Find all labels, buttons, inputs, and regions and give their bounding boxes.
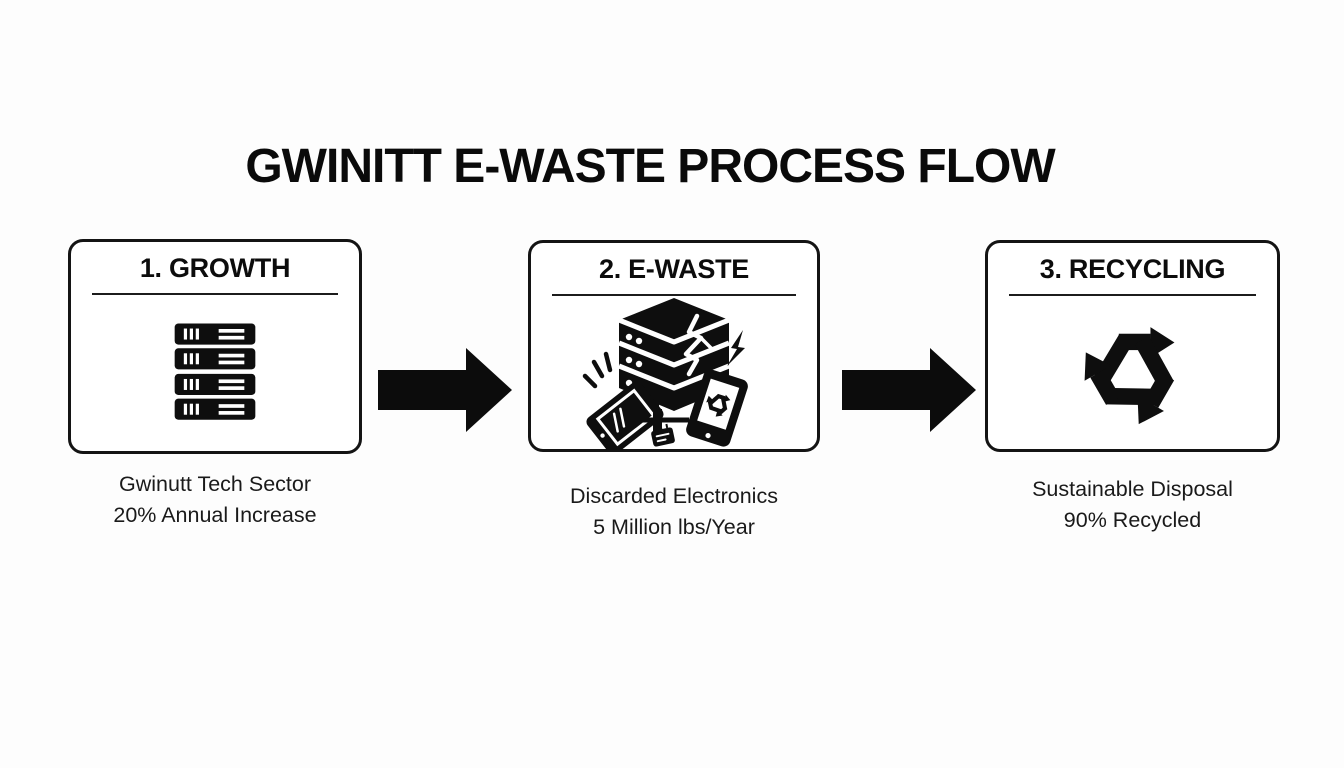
step-caption-ewaste: Discarded Electronics 5 Million lbs/Year [528, 481, 820, 543]
caption-line: Gwinutt Tech Sector [119, 472, 311, 496]
diagram-title: GWINITT E-WASTE PROCESS FLOW [245, 140, 1055, 193]
caption-line: Discarded Electronics [570, 484, 778, 508]
right-arrow-icon [842, 343, 976, 437]
caption-line: 90% Recycled [1063, 508, 1202, 532]
step-heading: 3. RECYCLING [1039, 254, 1226, 284]
recycling-symbol-icon [988, 296, 1277, 449]
step-caption-recycling: Sustainable Disposal 90% Recycled [985, 474, 1280, 536]
step-heading: 1. GROWTH [139, 253, 291, 283]
step-caption-growth: Gwinutt Tech Sector 20% Annual Increase [68, 469, 362, 531]
broken-electronics-icon [531, 296, 817, 450]
step-card-ewaste: 2. E-WASTE [528, 240, 820, 452]
heading-underline [1009, 294, 1256, 296]
caption-line: Sustainable Disposal [1032, 477, 1233, 501]
step-card-recycling: 3. RECYCLING [985, 240, 1280, 452]
heading-underline [552, 294, 796, 296]
caption-line: 20% Annual Increase [113, 503, 317, 527]
step-card-growth: 1. GROWTH [68, 239, 362, 454]
server-rack-icon [71, 295, 359, 451]
right-arrow-icon [378, 343, 512, 437]
heading-underline [92, 293, 338, 295]
step-heading: 2. E-WASTE [598, 254, 750, 284]
caption-line: 5 Million lbs/Year [593, 515, 755, 539]
